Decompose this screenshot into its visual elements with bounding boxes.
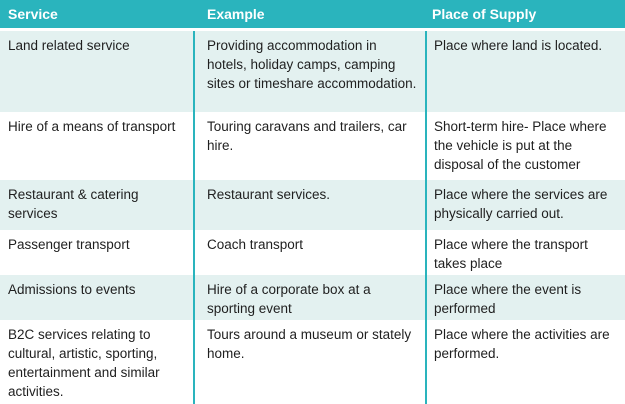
service-cell: Passenger transport bbox=[8, 237, 130, 252]
place-of-supply-cell: Place where the transport takes place bbox=[425, 230, 625, 275]
table-row-b2c-services: B2C services relating to cultural, artis… bbox=[0, 320, 625, 404]
service-cell: Restaurant & catering services bbox=[8, 187, 139, 221]
table-row-admissions-events: Admissions to events Hire of a corporate… bbox=[0, 275, 625, 320]
table-row-land-related: Land related service Providing accommoda… bbox=[0, 31, 625, 112]
service-cell: Admissions to events bbox=[8, 282, 136, 297]
table-header-row: Service Example Place of Supply bbox=[0, 0, 625, 31]
place-of-supply-cell: Place where the services are physically … bbox=[425, 180, 625, 230]
place-of-supply-cell: Short-term hire- Place where the vehicle… bbox=[425, 112, 625, 180]
table-row-restaurant-catering: Restaurant & catering services Restauran… bbox=[0, 180, 625, 230]
table-row-hire-transport: Hire of a means of transport Touring car… bbox=[0, 112, 625, 180]
service-cell: Hire of a means of transport bbox=[8, 119, 176, 134]
example-cell: Hire of a corporate box at a sporting ev… bbox=[193, 275, 425, 320]
place-of-supply-cell: Place where the event is performed bbox=[425, 275, 625, 320]
service-cell: B2C services relating to cultural, artis… bbox=[8, 327, 160, 399]
service-cell: Land related service bbox=[8, 38, 130, 53]
example-cell: Coach transport bbox=[193, 230, 425, 275]
table-row-passenger-transport: Passenger transport Coach transport Plac… bbox=[0, 230, 625, 275]
example-cell: Tours around a museum or stately home. bbox=[193, 320, 425, 404]
column-header-service: Service bbox=[8, 5, 58, 22]
place-of-supply-cell: Place where the activities are performed… bbox=[425, 320, 625, 404]
example-cell: Touring caravans and trailers, car hire. bbox=[193, 112, 425, 180]
example-cell: Providing accommodation in hotels, holid… bbox=[193, 31, 425, 112]
example-cell: Restaurant services. bbox=[193, 180, 425, 230]
place-of-supply-cell: Place where land is located. bbox=[425, 31, 625, 112]
column-header-example: Example bbox=[207, 5, 265, 22]
column-header-place-of-supply: Place of Supply bbox=[432, 5, 537, 22]
